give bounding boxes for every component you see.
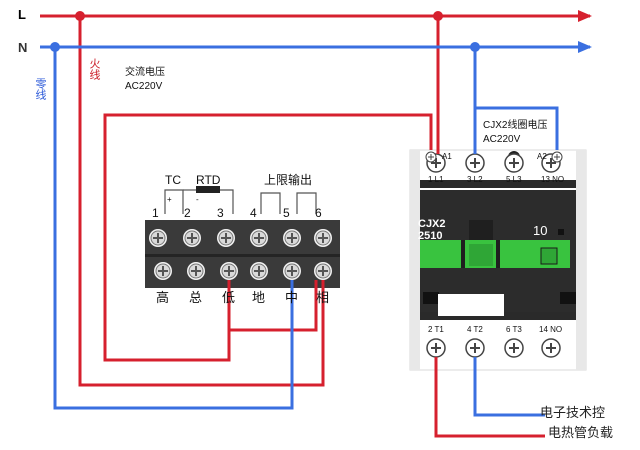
- neutral-to-terminal-4: [53, 47, 294, 410]
- contactor-top-term-1: 1 L1: [428, 175, 444, 184]
- terminal-label-neutral: 中: [285, 290, 299, 305]
- terminal-number-2: 2: [184, 206, 191, 220]
- terminal-label-common: 总: [189, 290, 203, 305]
- terminal-number-5: 5: [283, 206, 290, 220]
- contactor-bottom-term-14: 14 NO: [539, 325, 563, 334]
- terminal-number-3: 3: [217, 206, 224, 220]
- junction-dots: [50, 11, 480, 52]
- neutral-wire-label: 零线: [34, 78, 46, 100]
- limit-output-label: 上限输出: [264, 173, 313, 187]
- bus-arrows: [578, 10, 592, 53]
- t2-to-load: [473, 357, 545, 417]
- controller-top-terminals: [149, 229, 332, 247]
- supply-voltage-value: AC220V: [125, 81, 163, 92]
- coil-terminal-a1: [425, 151, 437, 163]
- a1-label: A1: [442, 152, 452, 161]
- rtd-label: RTD: [196, 173, 221, 187]
- terminal-number-6: 6: [315, 206, 322, 220]
- terminal-label-low: 低: [222, 290, 236, 305]
- terminal-label-high: 高: [156, 290, 170, 305]
- contactor-rating: 10: [533, 223, 548, 238]
- contactor: [409, 149, 587, 371]
- controller-bottom-terminals: [154, 262, 332, 280]
- terminal-label-ground: 地: [252, 290, 266, 305]
- contactor-model-number: 2510: [418, 230, 443, 242]
- contactor-top-term-3: 3 L2: [467, 175, 483, 184]
- contactor-bottom-term-2: 2 T1: [428, 325, 444, 334]
- coil-voltage-label: CJX2线圈电压: [483, 120, 548, 131]
- a2-label: A2: [537, 152, 547, 161]
- contactor-model: CJX2: [418, 218, 446, 230]
- t1-to-load: [434, 357, 545, 438]
- supply-voltage-label: 交流电压: [125, 67, 165, 78]
- contactor-bottom-term-4: 4 T2: [467, 325, 483, 334]
- rtd-resistor: [196, 186, 220, 193]
- contactor-top-term-13: 13 NO: [541, 175, 565, 184]
- contactor-bottom-term-6: 6 T3: [506, 325, 522, 334]
- terminal-number-1: 1: [152, 206, 159, 220]
- line-label-l: L: [18, 7, 26, 22]
- neutral-wires: [40, 45, 590, 417]
- coil-voltage-value: AC220V: [483, 134, 521, 145]
- line-label-n: N: [18, 40, 28, 55]
- tc-minus-label: -: [196, 195, 199, 204]
- live-wires: [40, 14, 590, 438]
- terminal-number-4: 4: [250, 206, 257, 220]
- sensor-connection-lines: [164, 189, 317, 214]
- contactor-top-terminals: [426, 153, 561, 173]
- tc-label: TC: [165, 173, 181, 187]
- terminal-label-phase: 相: [316, 290, 330, 305]
- live-wire-label: 火线: [88, 58, 100, 80]
- contactor-top-term-5: 5 L3: [506, 175, 522, 184]
- nameplate-window: [438, 294, 504, 316]
- neutral-to-a2: [475, 106, 559, 150]
- coil-terminal-a2: [551, 151, 563, 163]
- a1-to-terminal-3: [103, 113, 433, 362]
- load-label: 电热管负载: [548, 425, 614, 440]
- live-to-terminal-6: [78, 16, 325, 387]
- terminal-3-to-5: [229, 280, 318, 332]
- tc-plus-label: +: [167, 195, 172, 204]
- temperature-controller: [145, 186, 340, 288]
- watermark-text: 电子技术控: [540, 405, 606, 420]
